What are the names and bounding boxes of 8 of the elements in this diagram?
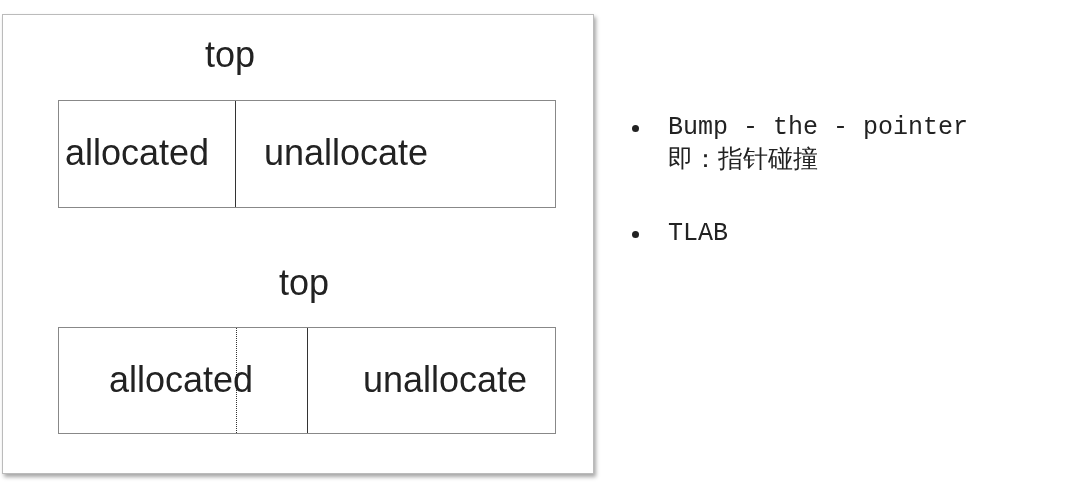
region-label: allocated	[65, 132, 210, 174]
pointer-label: top	[279, 262, 330, 304]
region-label: allocated	[109, 358, 254, 401]
region-label: unallocate	[363, 358, 528, 401]
bullet-text: Bump - the - pointer 即：指针碰撞	[668, 112, 970, 177]
region-label: unallocate	[264, 132, 429, 174]
bullet-text: TLAB	[668, 218, 729, 250]
pointer-label: top	[205, 34, 256, 76]
